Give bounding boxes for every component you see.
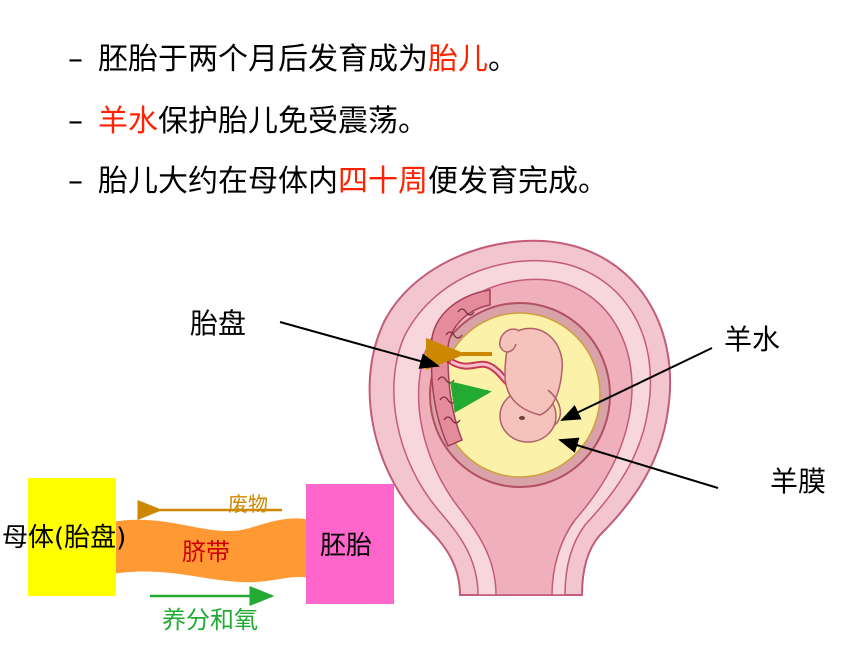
bullet-text: 胚胎于两个月后发育成为	[98, 42, 428, 77]
amnion-pointer	[558, 437, 719, 489]
umbilical-cord-band	[112, 518, 310, 583]
nutrient-arrow-small	[450, 381, 492, 413]
label-placenta: 胎盘	[190, 307, 247, 340]
highlight-text: 四十周	[338, 164, 428, 199]
label-nutrients: 养分和氧	[162, 606, 258, 634]
bullet-2: –羊水保护胎儿免受震荡。	[68, 104, 428, 140]
bullet-dash: –	[68, 164, 83, 199]
highlight-text: 胎儿	[428, 42, 488, 77]
bullet-text: 保护胎儿免受震荡。	[158, 104, 428, 139]
embryo-box	[306, 484, 394, 604]
bullet-text: 胎儿大约在母体内	[98, 164, 338, 199]
fetus	[499, 327, 563, 443]
label-embryo: 胚胎	[320, 531, 373, 561]
label-mother: 母体(胎盘)	[2, 523, 127, 553]
label-waste: 废物	[228, 492, 268, 516]
bullet-dash: –	[68, 104, 83, 139]
highlight-text: 羊水	[98, 104, 158, 139]
placenta-pointer	[279, 321, 440, 369]
label-umbilical-cord: 脐带	[182, 538, 230, 566]
bullet-text: 。	[488, 42, 518, 77]
bullet-dash: –	[68, 42, 83, 77]
bullet-text: 便发育完成。	[428, 164, 608, 199]
bullet-1: –胚胎于两个月后发育成为胎儿。	[68, 42, 518, 78]
amniotic-fluid-pointer	[560, 347, 713, 421]
label-amniotic-fluid: 羊水	[724, 323, 781, 356]
bullet-3: –胎儿大约在母体内四十周便发育完成。	[68, 164, 608, 200]
mother-box	[28, 478, 116, 596]
label-amnion: 羊膜	[770, 465, 827, 498]
